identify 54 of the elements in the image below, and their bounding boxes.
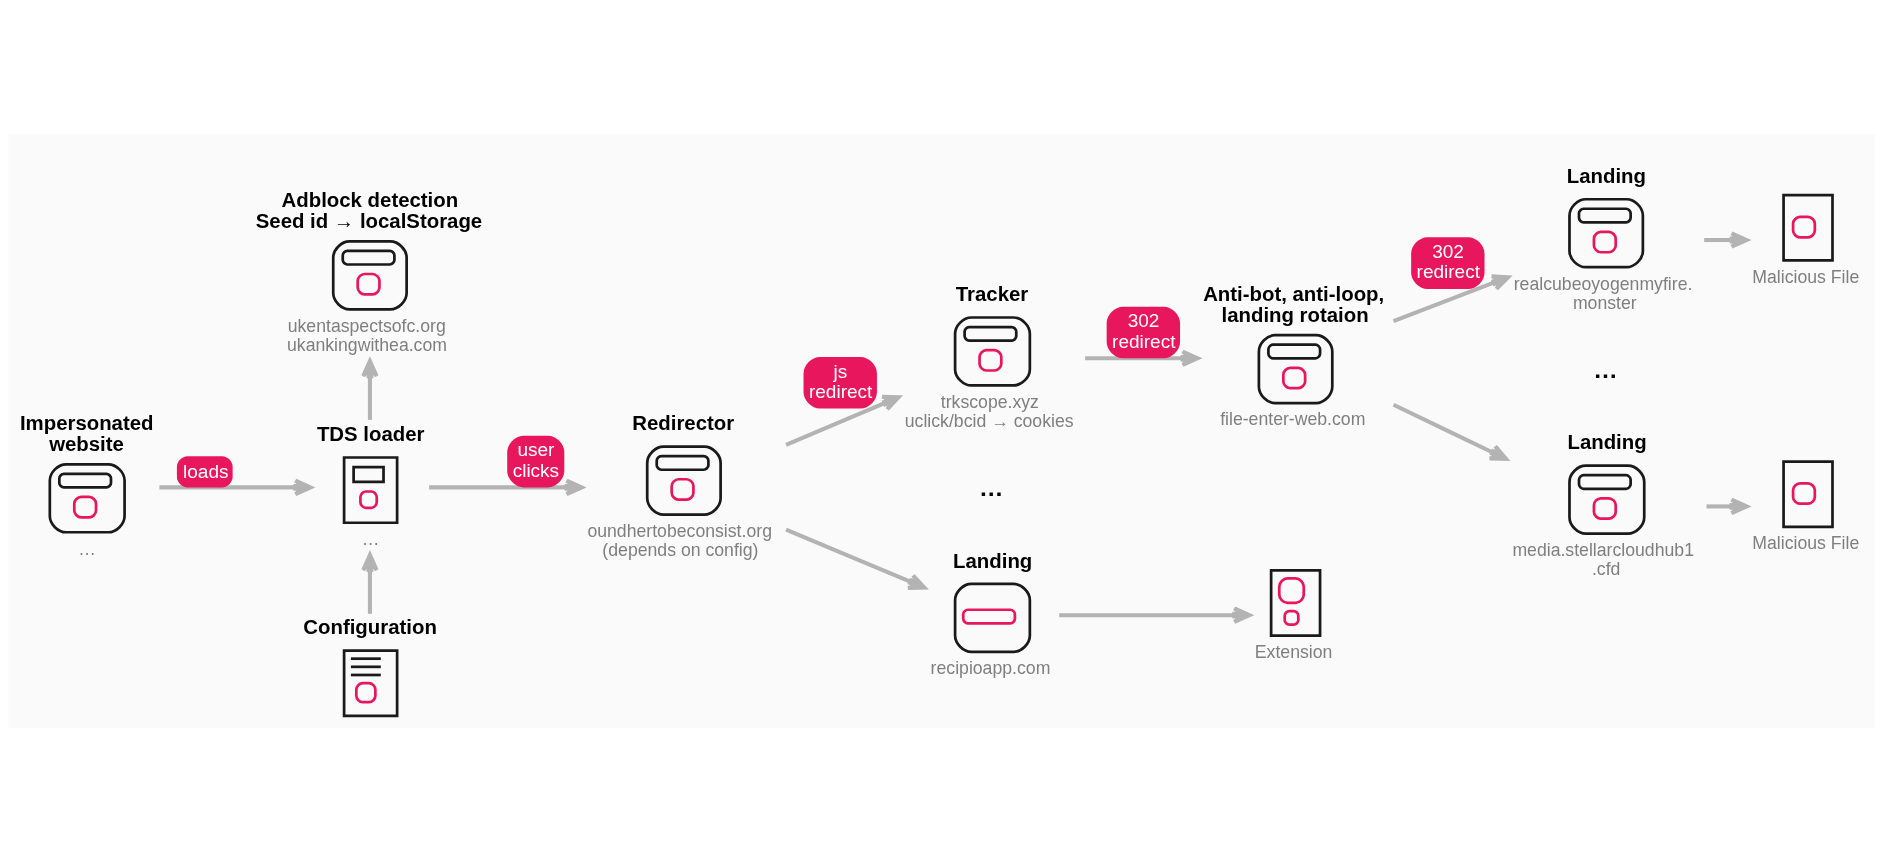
arrow [159, 478, 313, 497]
label: … [1593, 355, 1618, 383]
arrow [429, 478, 584, 497]
node-label: ukentaspectsofc.org ukankingwithea.com [287, 315, 447, 355]
node-label: Landing [1567, 431, 1647, 454]
arrow [1059, 606, 1252, 624]
node-box-text [331, 240, 408, 311]
node-box-text [645, 445, 722, 516]
node-label: trkscope.xyz uclick/bcid → cookies [904, 391, 1074, 431]
arrow [1704, 231, 1749, 249]
arrow [361, 359, 379, 420]
node-label: Malicious File [1752, 533, 1860, 554]
node-label: Redirector [632, 412, 735, 435]
node-label: … [361, 529, 380, 550]
edge-label: 302 redirect [1112, 310, 1176, 352]
node-label: Impersonated website [19, 412, 154, 455]
node-box-text [953, 582, 1032, 654]
node-label: realcubeoyogenmyfire. monster [1513, 273, 1693, 313]
edge-label: loads [183, 460, 229, 482]
arrow [1392, 274, 1511, 324]
node-label: Configuration [303, 616, 437, 639]
node-label: Adblock detection Seed id → localStorage [255, 189, 483, 232]
node-label: Tracker [955, 283, 1029, 306]
arrow [1706, 497, 1749, 516]
arrow [1085, 349, 1200, 368]
arrow [1392, 402, 1508, 461]
node-box [1782, 460, 1834, 529]
node-label: TDS loader [316, 423, 425, 446]
node-label: Landing [1566, 164, 1646, 187]
node-box-text [953, 316, 1032, 387]
node-box-text [48, 462, 126, 534]
node-label: file-enter-web.com [1220, 409, 1366, 430]
edge-label: 302 redirect [1416, 240, 1480, 283]
arrow [785, 394, 901, 447]
node-label: Landing [953, 549, 1033, 572]
node-label: … [78, 538, 97, 559]
node-label: Extension [1254, 641, 1333, 662]
node-label: oundhertobeconsist.org (depends on config) [587, 520, 772, 560]
node-box-text [1568, 464, 1646, 535]
node-box [1269, 568, 1322, 637]
edge-label: user clicks [512, 439, 560, 481]
node-box-text [342, 456, 399, 525]
node-label: media.stellarcloudhub1 .cfd [1512, 539, 1694, 579]
arrow [361, 553, 379, 614]
arrow [785, 527, 927, 590]
node-box [1782, 193, 1834, 262]
node-box-text [1257, 333, 1334, 405]
node-label: Malicious File [1752, 266, 1860, 287]
label: … [978, 474, 1004, 502]
node-box [342, 649, 399, 718]
node-label: recipioapp.com [930, 658, 1051, 679]
node-box-text [1568, 197, 1645, 269]
node-label: Anti-bot, anti-loop, landing rotaion [1203, 283, 1385, 326]
edge-label: js redirect [808, 360, 873, 402]
